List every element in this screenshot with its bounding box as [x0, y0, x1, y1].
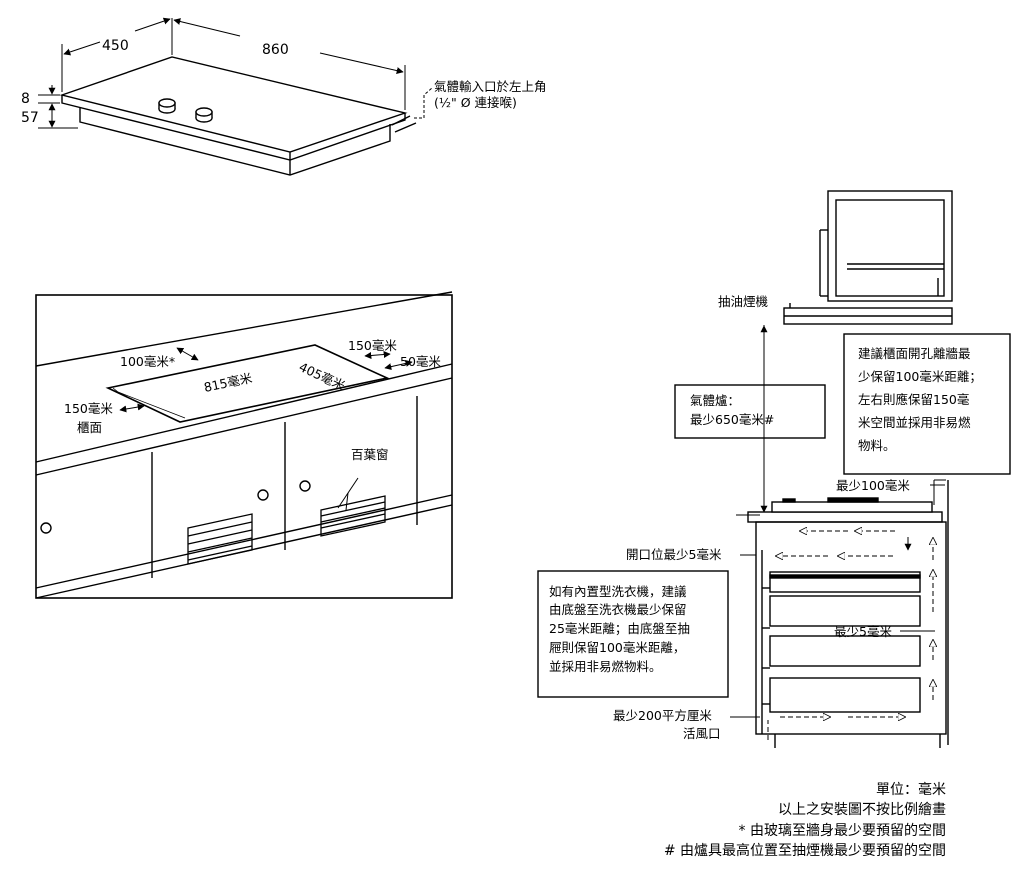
wall-note-line3: 左右則應保留150毫	[858, 392, 969, 407]
cabinet-knob-1	[40, 522, 52, 534]
washer-note-box	[537, 570, 729, 698]
dim-450: 450	[102, 38, 129, 54]
hob-clearance-line2: 最少650毫米#	[690, 412, 774, 427]
cutout-length: 815毫米	[203, 370, 254, 395]
gas-inlet-pipe-size: (½" Ø 連接喉)	[434, 95, 517, 110]
gas-inlet-pipe	[391, 115, 417, 133]
vent-label-line2: 活風口	[683, 726, 721, 741]
min-5-label: 最少5毫米	[834, 624, 892, 639]
wall-note-box	[843, 333, 1011, 475]
worktop-label: 櫃面	[77, 420, 102, 435]
cutout-dist-right: 150毫米	[348, 338, 397, 353]
cutout-dist-left: 150毫米	[64, 401, 113, 416]
footnote-unit: 單位：毫米	[876, 781, 946, 798]
cutout-dist-right-edge: 50毫米	[400, 354, 441, 369]
wall-note-line5: 物料。	[858, 438, 896, 453]
vent-label-line1: 最少200平方厘米	[613, 708, 712, 723]
washer-note-line2: 由底盤至洗衣機最少保留	[549, 602, 687, 617]
cutout-opening	[105, 344, 390, 423]
louvre-label: 百葉窗	[351, 447, 389, 462]
hob-clearance-line1: 氣體爐：	[690, 393, 740, 408]
dim-57: 57	[21, 110, 39, 126]
knob-right	[195, 107, 213, 123]
side-view	[537, 190, 1011, 748]
min-100-label: 最少100毫米	[836, 478, 910, 493]
washer-note-line5: 並採用非易燃物料。	[549, 659, 662, 674]
cabinet-knob-3	[299, 480, 311, 492]
washer-note-line3: 25毫米距離；由底盤至抽	[549, 621, 690, 636]
airflow-arrows	[767, 531, 933, 740]
cutout-perspective	[35, 291, 453, 599]
dim-860: 860	[262, 42, 289, 58]
wall-note-line2: 少保留100毫米距離；	[858, 369, 982, 384]
hob-glass	[771, 501, 933, 513]
cutout-width: 405毫米	[297, 359, 348, 393]
wall-note-line1: 建議櫃面開孔離牆最	[858, 346, 971, 361]
gas-inlet-note: 氣體輸入口於左上角	[434, 79, 547, 94]
hob-clearance-box	[674, 384, 826, 439]
hood-label: 抽油煙機	[718, 294, 769, 309]
washer-note-line1: 如有內置型洗衣機，建議	[549, 584, 687, 599]
worktop	[747, 511, 943, 523]
footnote-asterisk: * 由玻璃至牆身最少要預留的空間	[739, 822, 946, 839]
opening-min-5-label: 開口位最少5毫米	[626, 547, 722, 562]
louvre-right	[320, 495, 386, 537]
knob-left	[158, 98, 176, 114]
cutout-dist-back: 100毫米*	[120, 354, 175, 369]
wall-note-line4: 米空間並採用非易燃	[858, 415, 971, 430]
base-cabinet	[755, 521, 947, 735]
footnote-scale: 以上之安裝圖不按比例繪畫	[778, 801, 946, 818]
cutout-frame	[35, 294, 453, 599]
footnote-hash: # 由爐具最高位置至抽煙機最少要預留的空間	[664, 842, 946, 859]
washer-note-line4: 屜則保留100毫米距離，	[549, 640, 685, 655]
wall-cabinet	[827, 190, 953, 302]
louvre-left	[187, 513, 253, 565]
dim-8: 8	[21, 91, 30, 107]
cabinet-knob-2	[257, 489, 269, 501]
cooktop-isometric	[38, 17, 433, 176]
